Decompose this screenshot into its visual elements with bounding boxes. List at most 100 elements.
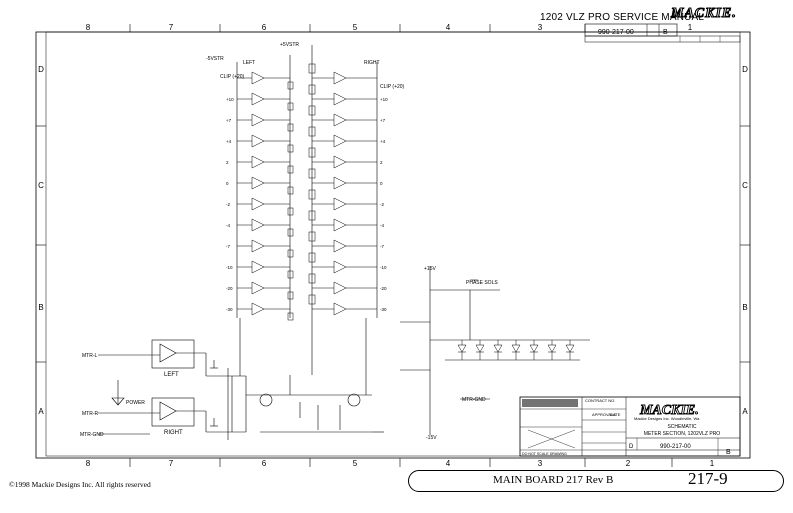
title-block xyxy=(519,396,741,457)
led-comparator-row xyxy=(237,294,377,321)
title-block-company: Mackie Designs Inc. Woodinville, Wa xyxy=(634,416,700,421)
bar-led xyxy=(493,340,503,360)
resistor xyxy=(287,249,294,258)
drawing-border xyxy=(35,31,751,459)
comparator-right xyxy=(333,239,347,253)
bar-led xyxy=(565,340,575,360)
label-power: POWER xyxy=(126,400,145,406)
label-p5vstr: +5VSTR xyxy=(280,42,299,48)
level-label-left: +7 xyxy=(226,118,232,123)
comparator-right xyxy=(333,260,347,274)
level-label-left: -10 xyxy=(226,265,233,270)
col-label-top: 8 xyxy=(86,23,91,32)
title-line-2: METER SECTION, 1202VLZ PRO xyxy=(644,431,721,437)
col-label-top: 1 xyxy=(688,23,693,32)
power-section xyxy=(400,266,590,435)
label-right: RIGHT xyxy=(364,60,380,66)
row-label-right: A xyxy=(742,407,748,416)
resistor xyxy=(308,126,316,137)
resistor xyxy=(287,228,294,237)
comparator-left xyxy=(251,239,265,253)
led-comparator-row xyxy=(237,63,377,90)
page-number: 217-9 xyxy=(688,469,728,488)
level-label-right: -2 xyxy=(380,202,384,207)
comparator-right xyxy=(333,71,347,85)
level-label-right: -7 xyxy=(380,244,384,249)
column-markers-bottom: 8 7 6 5 4 3 2 1 xyxy=(86,458,715,468)
title-date: DATE xyxy=(610,412,621,417)
label-mtr-gnd-2: MTR-GND xyxy=(462,397,486,403)
label-mtr-l: MTR-L xyxy=(82,353,97,359)
input-section xyxy=(98,339,246,435)
resistor xyxy=(287,186,294,195)
label-phase-sols: PHASE SOLS xyxy=(466,280,498,286)
resistor xyxy=(287,144,294,153)
title-do-not-scale: DO NOT SCALE DRAWING xyxy=(522,452,567,456)
resistor xyxy=(308,84,316,95)
col-label-top: 5 xyxy=(353,23,358,32)
resistor xyxy=(308,294,316,305)
bar-led xyxy=(475,340,485,360)
comparator-right xyxy=(333,176,347,190)
led-comparator-row xyxy=(237,273,377,300)
level-label-right: -4 xyxy=(380,223,384,228)
resistor xyxy=(308,168,316,179)
resistor xyxy=(287,102,294,111)
label-m15v: -15V xyxy=(426,435,437,441)
level-label-left: +4 xyxy=(226,139,232,144)
transistor-section xyxy=(245,376,384,433)
level-label-right: -30 xyxy=(380,307,387,312)
bar-led xyxy=(457,340,467,360)
level-label-left: -2 xyxy=(226,202,230,207)
comparator-left xyxy=(251,260,265,274)
comparator-right xyxy=(333,113,347,127)
comparator-right xyxy=(333,281,347,295)
board-label-box xyxy=(408,470,784,492)
resistor xyxy=(287,270,294,279)
level-label-left: -4 xyxy=(226,223,230,228)
board-label: MAIN BOARD 217 Rev B xyxy=(493,474,614,486)
label-mtr-gnd: MTR-GND xyxy=(80,432,104,438)
level-label-left: -30 xyxy=(226,307,233,312)
label-right-channel: RIGHT xyxy=(164,430,183,436)
level-label-right: +7 xyxy=(380,118,386,123)
label-left: LEFT xyxy=(243,60,255,66)
doc-number-block: 990-217-00 B xyxy=(584,23,741,43)
led-comparator-row xyxy=(237,168,377,195)
resistor xyxy=(287,207,294,216)
led-comparator-row xyxy=(237,210,377,237)
row-label-right: B xyxy=(742,303,747,312)
col-label-bottom: 4 xyxy=(446,459,451,468)
col-label-top: 7 xyxy=(169,23,174,32)
label-m5vstr: -5VSTR xyxy=(206,56,224,62)
col-label-top: 4 xyxy=(446,23,451,32)
comparator-left xyxy=(251,92,265,106)
copyright: ©1998 Mackie Designs Inc. All rights res… xyxy=(9,480,151,489)
comparator-left xyxy=(251,176,265,190)
resistor xyxy=(308,63,316,74)
label-clip-left: CLIP (+20) xyxy=(220,74,245,80)
label-left-channel: LEFT xyxy=(164,372,179,378)
col-label-bottom: 2 xyxy=(626,459,631,468)
col-label-bottom: 3 xyxy=(538,459,543,468)
row-label-left: D xyxy=(38,65,44,74)
resistor xyxy=(308,189,316,200)
comparator-left xyxy=(251,302,265,316)
level-label-left: -20 xyxy=(226,286,233,291)
column-markers-top: 8 7 6 5 4 3 1 xyxy=(86,23,693,32)
resistor xyxy=(308,252,316,263)
level-label-left: 0 xyxy=(226,181,229,186)
title-line-1: SCHEMATIC xyxy=(667,424,696,430)
comparator-right xyxy=(333,134,347,148)
row-label-left: A xyxy=(38,407,44,416)
comparator-left xyxy=(251,71,265,85)
resistor xyxy=(308,105,316,116)
led-comparator-row xyxy=(237,105,377,132)
comparator-left xyxy=(251,218,265,232)
row-label-right: D xyxy=(742,65,748,74)
resistor xyxy=(308,210,316,221)
level-label-left: 2 xyxy=(226,160,229,165)
comparator-right xyxy=(333,197,347,211)
